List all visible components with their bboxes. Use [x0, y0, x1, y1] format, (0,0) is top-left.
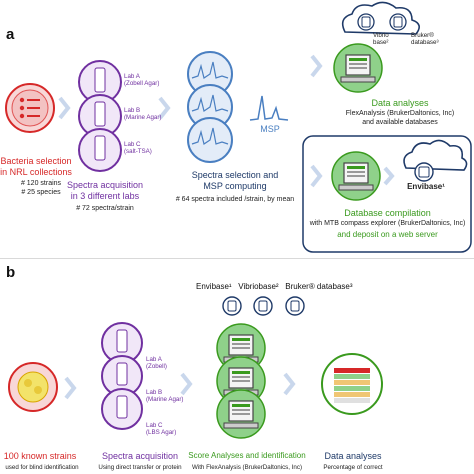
bruker-database-label: Bruker® database³	[411, 32, 439, 47]
spectra-circle-3	[187, 117, 233, 163]
lab-b-circle	[101, 355, 143, 397]
computer-icon	[333, 43, 383, 93]
panel-b-label: b	[6, 264, 16, 281]
database-compilation-box	[302, 135, 472, 253]
chevron-right-icon	[310, 54, 323, 78]
panel-a-graphics	[5, 1, 472, 253]
panel-b-step4-detail: Percentage of correct	[323, 464, 383, 471]
panel-b-step2-title: Spectra acquisition	[101, 451, 179, 461]
database-icon	[285, 296, 305, 316]
panel-b-step4-title: Data analyses	[324, 451, 382, 461]
panel-a-label: a	[6, 26, 15, 43]
lab-b-label: Lab B (Marine Agar)	[146, 389, 184, 404]
chevron-right-icon	[383, 166, 395, 186]
step1-detail1: # 120 strains	[20, 180, 62, 187]
lab-c-label: Lab C (LBS Agar)	[146, 422, 177, 437]
lab-c-circle	[101, 388, 143, 430]
panel-b-step3-title: Score Analyses and identification	[188, 451, 306, 460]
step4-title: Data analyses	[371, 98, 429, 108]
step3-title-line1: Spectra selection and	[191, 170, 279, 180]
step5-detail-line1: with MTB compass explorer (BrukerDaltoni…	[309, 220, 466, 227]
bruker-database-label: Bruker® database³	[285, 282, 353, 291]
panel-b-step3-detail: With FlexAnalysis (BrukerDaltonics, Inc)	[191, 464, 303, 471]
database-icon	[222, 296, 242, 316]
msp-spectrum-icon	[249, 95, 289, 121]
cloud-icon	[403, 139, 468, 171]
step3-detail: # 64 spectra included /strain, by mean	[175, 196, 295, 203]
lab-b-label: Lab B (Marine Agar)	[124, 107, 162, 122]
database-icon	[357, 13, 375, 31]
step2-title-line2: in 3 different labs	[70, 191, 140, 201]
computer-icon	[216, 389, 266, 439]
spreadsheet-icon	[321, 353, 383, 415]
step5-title: Database compilation	[344, 208, 431, 218]
lab-b-circle	[78, 94, 122, 138]
step1-title-line2: in NRL collections	[0, 167, 72, 177]
step1-detail2: # 25 species	[21, 189, 61, 196]
panel-b-database-header: Envibase¹ Vibriobase² Bruker® database³	[196, 282, 456, 291]
step3-title-line2: MSP computing	[203, 181, 267, 191]
step4-detail-line1: FlexAnalysis (BrukerDaltonics, Inc)	[345, 110, 455, 117]
lab-a-circle	[78, 60, 122, 104]
database-icon	[414, 162, 434, 182]
step2-detail: # 72 spectra/strain	[76, 205, 134, 212]
petri-dish-icon	[5, 83, 55, 133]
panel-b-graphics	[8, 296, 383, 439]
panel-divider	[0, 258, 474, 259]
database-icon	[253, 296, 273, 316]
lab-a-label: Lab A (Zobell)	[146, 356, 167, 371]
lab-c-label: Lab C (salt-TSA)	[124, 141, 152, 156]
cloud-icon	[341, 1, 420, 35]
step1-title-line1: Bacteria selection	[0, 156, 72, 166]
envibase-label: Envibase¹	[196, 282, 232, 291]
step2-title-line1: Spectra acquisition	[66, 180, 144, 190]
lab-a-circle	[101, 322, 143, 364]
computer-icon	[331, 151, 381, 201]
chevron-right-icon	[64, 376, 77, 400]
chevron-right-icon	[283, 372, 296, 396]
lab-a-label: Lab A (Zobell Agar)	[124, 73, 160, 88]
database-icon	[389, 13, 407, 31]
chevron-right-icon	[158, 96, 171, 120]
vibrio-base-label: Vibrio base²	[373, 32, 389, 47]
chevron-right-icon	[310, 164, 323, 188]
chevron-right-icon	[180, 372, 193, 396]
panel-b-step1-detail: used for blind identification	[5, 464, 79, 471]
step5-detail-line2: and deposit on a web server	[337, 230, 438, 239]
vibriobase-label: Vibriobase²	[238, 282, 279, 291]
lab-c-circle	[78, 128, 122, 172]
panel-b-step1-title: 100 known strains	[3, 451, 77, 461]
chevron-right-icon	[58, 96, 71, 120]
envibase-label: Envibase¹	[407, 182, 445, 191]
petri-dish-icon	[8, 362, 58, 412]
panel-b-step2-detail: Using direct transfer or protein	[98, 464, 182, 471]
step4-detail-line2: and available databases	[362, 119, 438, 126]
msp-label: MSP	[260, 124, 280, 134]
